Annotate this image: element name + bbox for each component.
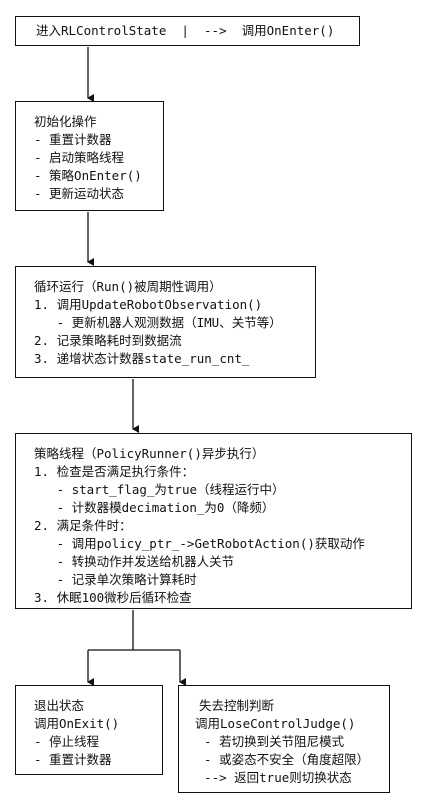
lose-line-1: 调用LoseControlJudge() xyxy=(195,716,356,731)
policy-line-3: - 计数器模decimation_为0（降频） xyxy=(34,500,275,515)
policy-line-6: - 转换动作并发送给机器人关节 xyxy=(34,554,235,569)
exit-title: 退出状态 xyxy=(34,698,85,713)
run-title: 循环运行（Run()被周期性调用） xyxy=(34,279,222,294)
init-line-1: - 重置计数器 xyxy=(34,132,112,147)
run-line-2: - 更新机器人观测数据（IMU、关节等） xyxy=(34,315,282,330)
init-box: 初始化操作 - 重置计数器 - 启动策略线程 - 策略OnEnter() - 更… xyxy=(15,101,164,211)
enter-state-box: 进入RLControlState | --> 调用OnEnter() xyxy=(15,16,360,46)
run-line-4: 3. 递增状态计数器state_run_cnt_ xyxy=(34,351,250,366)
init-title: 初始化操作 xyxy=(34,114,97,129)
run-loop-box: 循环运行（Run()被周期性调用） 1. 调用UpdateRobotObserv… xyxy=(15,266,316,378)
policy-thread-box: 策略线程（PolicyRunner()异步执行） 1. 检查是否满足执行条件： … xyxy=(15,433,412,609)
lose-control-box: 失去控制判断 调用LoseControlJudge() - 若切换到关节阻尼模式… xyxy=(178,685,390,793)
init-line-4: - 更新运动状态 xyxy=(34,186,125,201)
exit-state-box: 退出状态 调用OnExit() - 停止线程 - 重置计数器 xyxy=(15,685,163,775)
lose-line-2: - 若切换到关节阻尼模式 xyxy=(189,734,345,749)
exit-line-1: 调用OnExit() xyxy=(34,716,120,731)
exit-line-3: - 重置计数器 xyxy=(34,752,112,767)
policy-line-4: 2. 满足条件时： xyxy=(34,518,132,533)
policy-line-8: 3. 休眠100微秒后循环检查 xyxy=(34,590,192,605)
lose-line-3: - 或姿态不安全（角度超限） xyxy=(189,752,370,767)
lose-line-4: --> 返回true则切换状态 xyxy=(189,770,352,785)
policy-line-2: - start_flag_为true（线程运行中） xyxy=(34,482,285,497)
run-line-3: 2. 记录策略耗时到数据流 xyxy=(34,333,182,348)
run-line-1: 1. 调用UpdateRobotObservation() xyxy=(34,297,263,312)
policy-title: 策略线程（PolicyRunner()异步执行） xyxy=(34,446,265,461)
exit-line-2: - 停止线程 xyxy=(34,734,100,749)
init-line-3: - 策略OnEnter() xyxy=(34,168,142,183)
policy-line-1: 1. 检查是否满足执行条件： xyxy=(34,464,195,479)
enter-state-text: 进入RLControlState | --> 调用OnEnter() xyxy=(36,23,335,38)
policy-line-7: - 记录单次策略计算耗时 xyxy=(34,572,197,587)
lose-title: 失去控制判断 xyxy=(199,698,275,713)
init-line-2: - 启动策略线程 xyxy=(34,150,125,165)
policy-line-5: - 调用policy_ptr_->GetRobotAction()获取动作 xyxy=(34,536,365,551)
